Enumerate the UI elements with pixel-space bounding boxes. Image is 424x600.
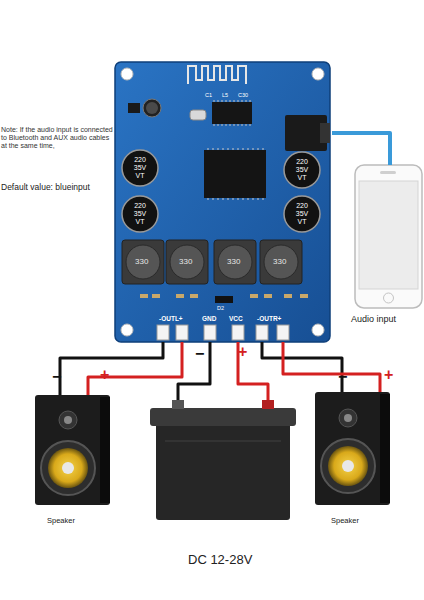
device-label: Speaker bbox=[47, 517, 75, 525]
device-label: Speaker bbox=[331, 517, 359, 525]
power-wire bbox=[60, 342, 163, 395]
board-node: -OUTL+ GND VCC -OUTR+ bbox=[115, 60, 332, 342]
silkscreen-label: 330 bbox=[179, 257, 192, 266]
power-wire bbox=[88, 342, 182, 395]
device-node: Audio input bbox=[355, 165, 422, 308]
silkscreen-label: 330 bbox=[273, 257, 286, 266]
power-wire bbox=[178, 342, 210, 400]
amplifier-board bbox=[115, 62, 330, 342]
polarity-sign: + bbox=[384, 366, 393, 384]
polarity-sign: − bbox=[195, 345, 204, 363]
silkscreen-label: 330 bbox=[227, 257, 240, 266]
speaker bbox=[315, 392, 390, 505]
silkscreen-label: 220 35V VT bbox=[291, 202, 313, 226]
silkscreen-label: L5 bbox=[222, 92, 228, 98]
power-wire bbox=[283, 342, 380, 392]
silkscreen-label: D2 bbox=[217, 305, 224, 311]
silkscreen-label: 220 35V VT bbox=[129, 202, 151, 226]
silkscreen-label: 220 35V VT bbox=[129, 156, 151, 180]
silkscreen-label: C1 bbox=[205, 92, 212, 98]
silkscreen-label: C30 bbox=[238, 92, 248, 98]
speaker bbox=[35, 395, 110, 505]
polarity-sign: − bbox=[338, 368, 347, 386]
terminal-label: -OUTR+ bbox=[257, 315, 281, 322]
device-node: Speaker bbox=[315, 392, 390, 505]
polarity-sign: + bbox=[100, 366, 109, 384]
device-node: Speaker bbox=[35, 395, 110, 505]
silkscreen-label: 330 bbox=[135, 257, 148, 266]
polarity-sign: − bbox=[52, 368, 61, 386]
note-text: Note: If the audio input is connected to… bbox=[1, 126, 115, 150]
note-text: Default value: blueinput bbox=[1, 183, 115, 193]
terminal-label: GND bbox=[202, 315, 216, 322]
audio-cable bbox=[332, 133, 390, 165]
terminal-label: -OUTL+ bbox=[159, 315, 183, 322]
phone bbox=[355, 165, 422, 308]
terminal-label: VCC bbox=[229, 315, 243, 322]
device-label: Audio input bbox=[351, 315, 396, 325]
battery bbox=[150, 400, 296, 520]
polarity-sign: + bbox=[238, 343, 247, 361]
device-node: DC 12-28V bbox=[150, 400, 296, 520]
power-wire bbox=[238, 342, 268, 400]
power-wire bbox=[262, 342, 342, 392]
silkscreen-label: 220 35V VT bbox=[291, 158, 313, 182]
device-label: DC 12-28V bbox=[188, 553, 252, 567]
